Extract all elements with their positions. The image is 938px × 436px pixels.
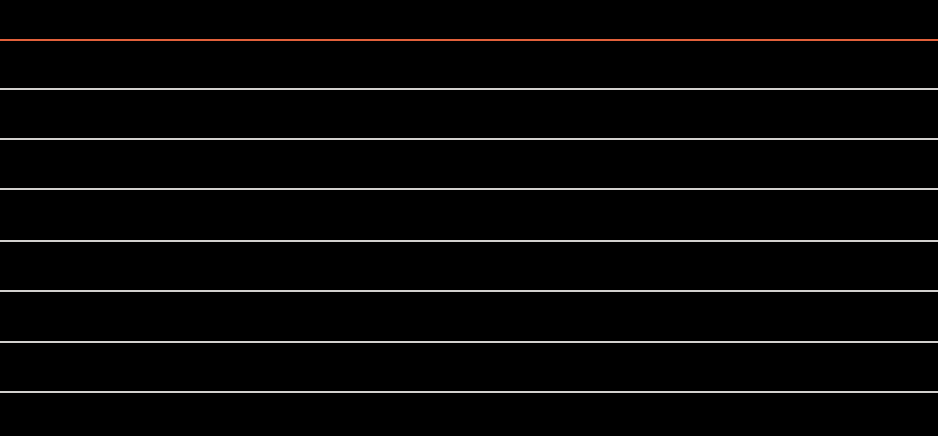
table-row <box>0 41 938 90</box>
table-row <box>0 190 938 242</box>
header-band <box>0 0 938 41</box>
table-row <box>0 292 938 343</box>
table-row <box>0 343 938 393</box>
table-row <box>0 140 938 190</box>
table-row <box>0 90 938 140</box>
table-row <box>0 242 938 292</box>
footer-band <box>0 393 938 436</box>
